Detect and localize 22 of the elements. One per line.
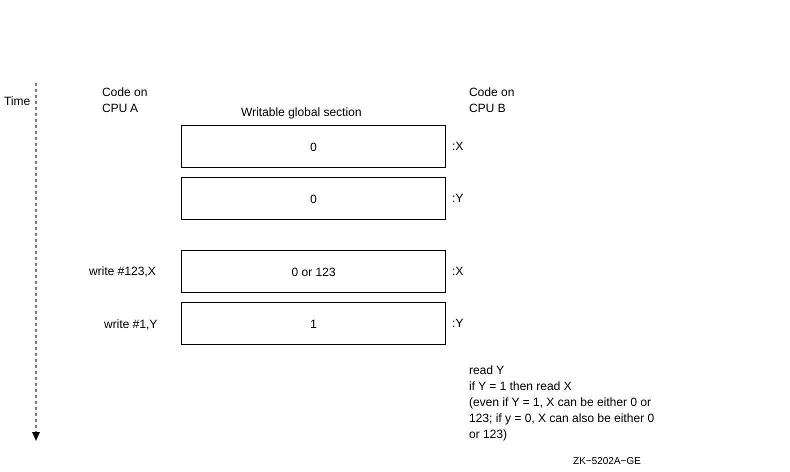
cell-value: 0 <box>310 140 317 154</box>
variable-name: :X <box>452 263 464 279</box>
variable-name: :Y <box>452 315 464 331</box>
memory-cell-box <box>181 125 446 168</box>
variable-name: :Y <box>452 190 464 206</box>
instruction-text: write #123,X <box>89 263 157 279</box>
axis-label: Time <box>4 93 32 109</box>
variable-name: :X <box>452 138 464 154</box>
cell-value: 0 <box>310 192 317 206</box>
instruction-text: write #1,Y <box>104 316 158 332</box>
memory-cell-box <box>181 302 446 345</box>
section-heading: Writable global section <box>241 104 363 120</box>
instruction-text: read Y <box>469 362 506 378</box>
note-text: (even if Y = 1, X can be either 0 or 123; if y = 0, X can also be either 0 or 123) <box>469 394 656 442</box>
column-heading: Code on CPU A <box>102 84 148 116</box>
cell-value: 0 or 123 <box>291 264 336 278</box>
cell-value: 1 <box>310 316 317 330</box>
instruction-text: if Y = 1 then read X <box>469 378 573 394</box>
figure-id: ZK−5202A−GE <box>573 455 642 469</box>
column-heading: Code on CPU B <box>469 84 516 116</box>
memory-cell-box <box>181 177 446 220</box>
memory-cell-box <box>181 250 446 293</box>
